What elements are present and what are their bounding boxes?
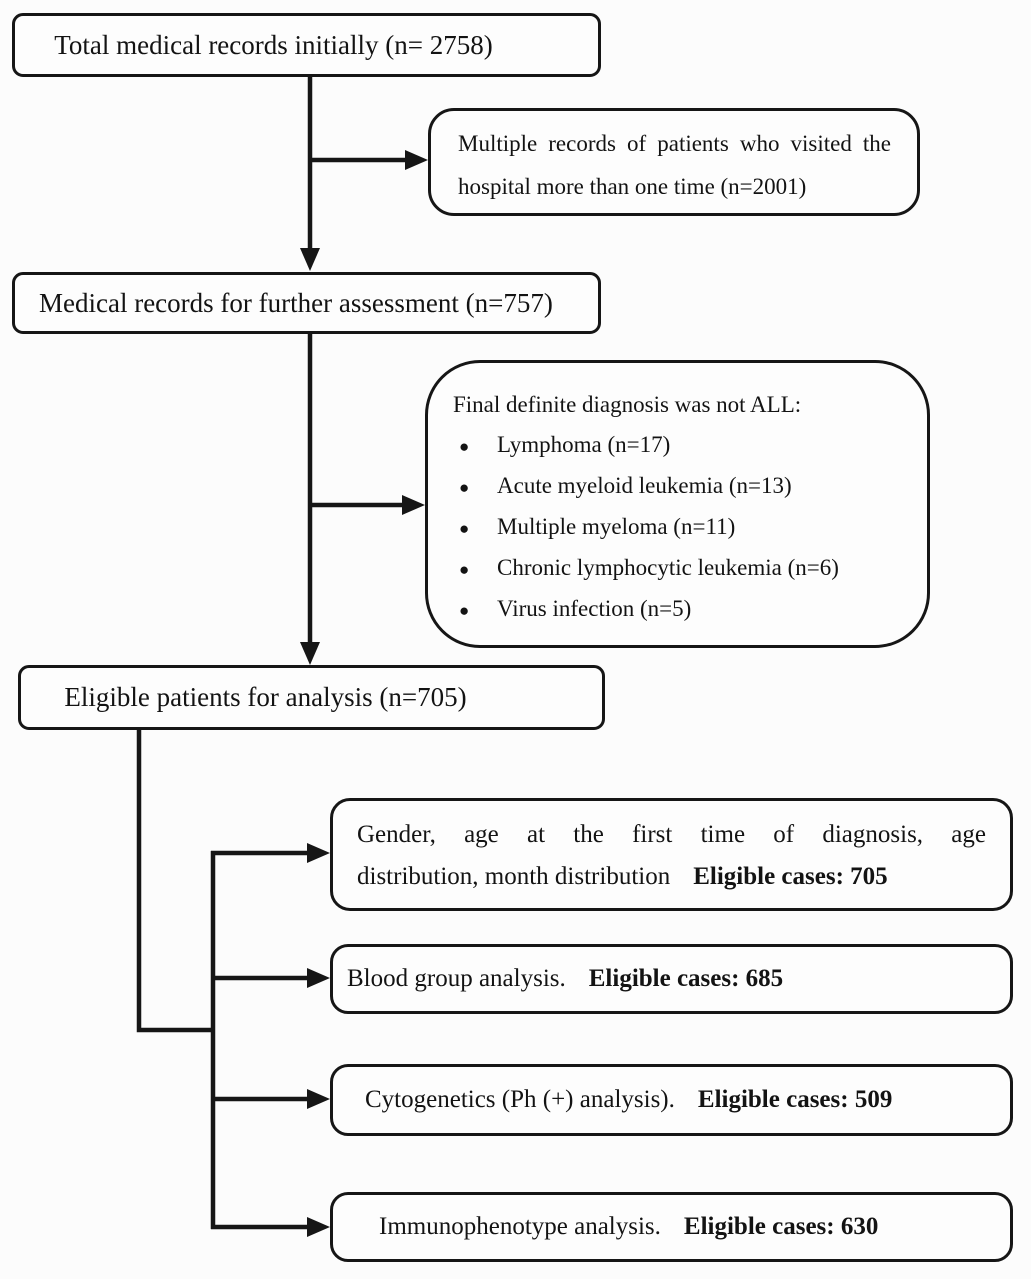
arrowhead-into-assessment bbox=[300, 248, 320, 271]
arrowhead-into-multiple-records bbox=[405, 150, 428, 170]
line-eligible-trunk bbox=[136, 730, 213, 1033]
gender-age-eligible-cases: Eligible cases: 705 bbox=[693, 863, 888, 890]
bullet-icon bbox=[453, 601, 497, 621]
immunophenotype-eligible-cases: Eligible cases: 630 bbox=[683, 1213, 879, 1240]
box-multiple-records: Multiple records of patients who visited… bbox=[428, 108, 920, 216]
box-cytogenetics-analysis: Cytogenetics (Ph (+) analysis). Eligible… bbox=[330, 1064, 1013, 1136]
gender-age-line2: distribution, month distribution Eligible… bbox=[357, 856, 986, 898]
box-multiple-records-line1: Multiple records of patients who visited… bbox=[458, 131, 891, 156]
box-further-assessment-label: Medical records for further assessment (… bbox=[39, 287, 553, 318]
cytogenetics-text: Cytogenetics (Ph (+) analysis). bbox=[365, 1086, 675, 1113]
list-item: Virus infection (n=5) bbox=[453, 596, 905, 625]
box-blood-group-analysis: Blood group analysis. Eligible cases: 68… bbox=[330, 944, 1013, 1014]
gender-age-line1: Gender, age at the first time of diagnos… bbox=[357, 821, 986, 848]
cytogenetics-eligible-cases: Eligible cases: 509 bbox=[697, 1086, 893, 1113]
not-all-item-label: Virus infection (n=5) bbox=[497, 596, 692, 621]
box-immunophenotype-analysis: Immunophenotype analysis. Eligible cases… bbox=[330, 1192, 1013, 1262]
list-item: Multiple myeloma (n=11) bbox=[453, 514, 905, 543]
not-all-item-label: Acute myeloid leukemia (n=13) bbox=[497, 473, 792, 498]
box-multiple-records-line2: hospital more than one time (n=2001) bbox=[458, 174, 807, 199]
not-all-item-label: Lymphoma (n=17) bbox=[497, 432, 671, 457]
bullet-icon bbox=[453, 478, 497, 498]
not-all-title: Final definite diagnosis was not ALL: bbox=[453, 392, 802, 417]
arrowhead-into-not-all bbox=[402, 495, 425, 515]
not-all-item-label: Chronic lymphocytic leukemia (n=6) bbox=[497, 555, 839, 580]
arrowhead-into-immunophenotype-box bbox=[307, 1217, 330, 1237]
arrowhead-into-eligible bbox=[300, 642, 320, 665]
box-further-assessment: Medical records for further assessment (… bbox=[12, 272, 601, 334]
list-item: Acute myeloid leukemia (n=13) bbox=[453, 473, 905, 502]
box-eligible-patients: Eligible patients for analysis (n=705) bbox=[18, 665, 605, 730]
blood-group-text: Blood group analysis. bbox=[347, 965, 566, 992]
list-item: Chronic lymphocytic leukemia (n=6) bbox=[453, 555, 905, 584]
bullet-icon bbox=[453, 560, 497, 580]
immunophenotype-text: Immunophenotype analysis. bbox=[379, 1213, 661, 1240]
arrowhead-into-cytogenetics-box bbox=[307, 1089, 330, 1109]
box-total-records: Total medical records initially (n= 2758… bbox=[12, 13, 601, 77]
gender-age-line2-text: distribution, month distribution bbox=[357, 863, 671, 890]
box-eligible-patients-label: Eligible patients for analysis (n=705) bbox=[64, 682, 467, 712]
not-all-item-label: Multiple myeloma (n=11) bbox=[497, 514, 736, 539]
box-total-records-label: Total medical records initially (n= 2758… bbox=[54, 29, 493, 60]
blood-group-eligible-cases: Eligible cases: 685 bbox=[588, 965, 784, 992]
arrowhead-into-gender-box bbox=[307, 843, 330, 863]
box-gender-age-analysis: Gender, age at the first time of diagnos… bbox=[330, 798, 1013, 911]
box-not-all-diagnosis: Final definite diagnosis was not ALL: Ly… bbox=[425, 360, 930, 648]
list-item: Lymphoma (n=17) bbox=[453, 432, 905, 461]
arrowhead-into-blood-box bbox=[307, 968, 330, 988]
bullet-icon bbox=[453, 519, 497, 539]
bullet-icon bbox=[453, 437, 497, 457]
